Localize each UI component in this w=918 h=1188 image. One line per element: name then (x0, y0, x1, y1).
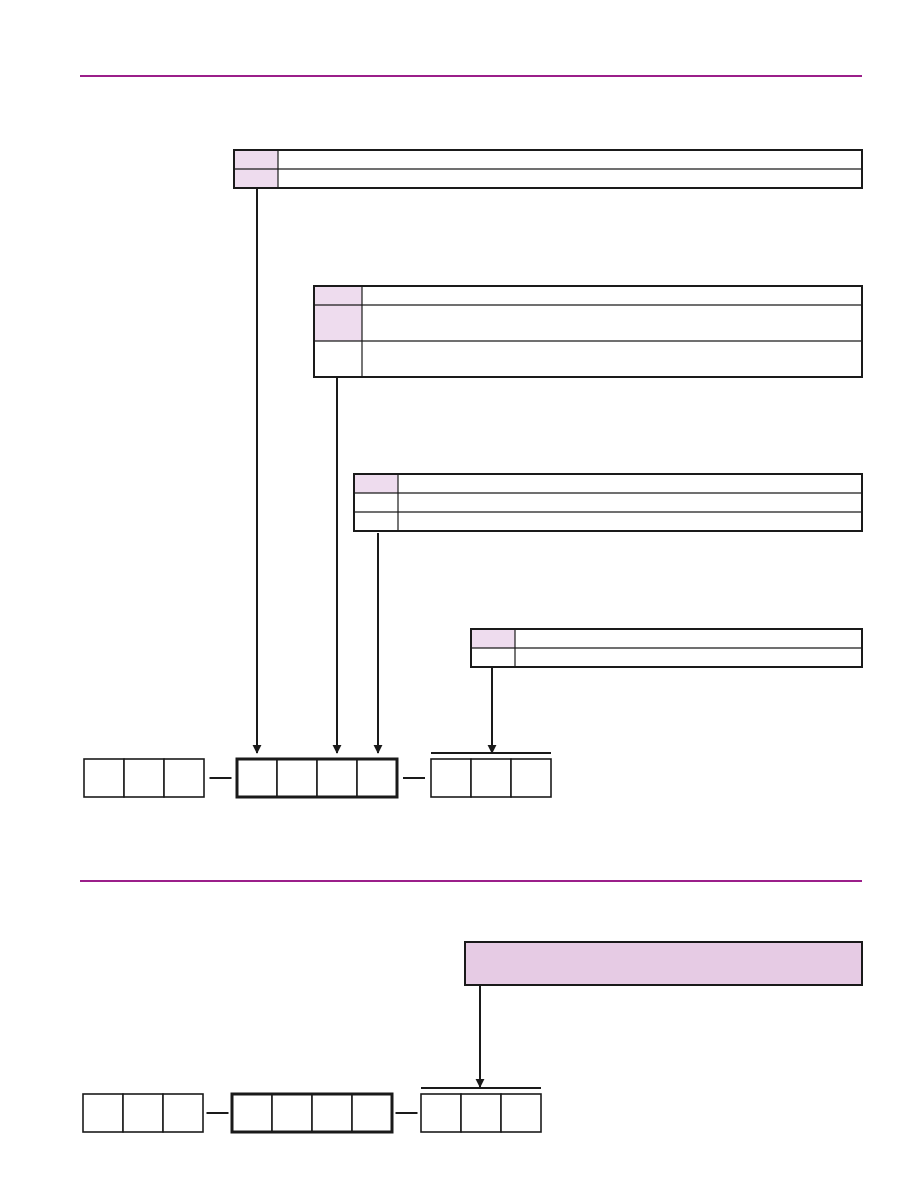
part-number-cell (351, 1093, 393, 1133)
part-number-group-2 (230, 1092, 394, 1134)
part-number-group-3 (420, 1087, 542, 1133)
part-number-cell (430, 758, 472, 798)
part-number-cell (163, 758, 205, 798)
part-number-cell (316, 758, 358, 798)
part-number-cell (470, 758, 512, 798)
legend-code-cell (354, 474, 398, 493)
legend-table-2 (313, 285, 863, 378)
part-number-group-2 (235, 757, 399, 799)
part-number-row (83, 752, 552, 799)
part-number-cell (123, 758, 165, 798)
legend-code-cell (234, 150, 278, 169)
part-number-row (82, 1087, 542, 1134)
part-number-cell (420, 1093, 462, 1133)
legend-tables (233, 149, 863, 668)
part-number-group-1 (83, 758, 205, 798)
part-number-cell (162, 1093, 204, 1133)
banner-box (464, 941, 863, 986)
banners (464, 941, 863, 986)
part-number-cell (460, 1093, 502, 1133)
part-number-group-3 (430, 752, 552, 798)
section-rules (80, 75, 862, 882)
option-banner (464, 941, 863, 986)
part-number-cell (510, 758, 552, 798)
part-number-group-border (230, 1092, 394, 1134)
legend-code-cell (234, 169, 278, 188)
legend-table-3 (353, 473, 863, 532)
part-number-cell (271, 1093, 313, 1133)
part-number-cell (236, 758, 278, 798)
legend-table-border (470, 628, 863, 668)
part-number-cell (276, 758, 318, 798)
legend-table-border (233, 149, 863, 189)
part-number-cell (122, 1093, 164, 1133)
part-number-group-border (235, 757, 399, 799)
legend-table-border (353, 473, 863, 532)
legend-code-cell (314, 286, 362, 305)
part-number-cell (356, 758, 398, 798)
part-number-group-1 (82, 1093, 204, 1133)
legend-code-cell (314, 305, 362, 341)
connector-arrows (252, 189, 497, 1088)
legend-table-1 (233, 149, 863, 189)
part-number-cell (311, 1093, 353, 1133)
part-number-cell (500, 1093, 542, 1133)
legend-table-border (313, 285, 863, 378)
part-number-boxes (82, 752, 552, 1134)
part-number-cell (83, 758, 125, 798)
legend-code-cell (471, 629, 515, 648)
part-number-cell (82, 1093, 124, 1133)
part-number-cell (231, 1093, 273, 1133)
legend-table-4 (470, 628, 863, 668)
